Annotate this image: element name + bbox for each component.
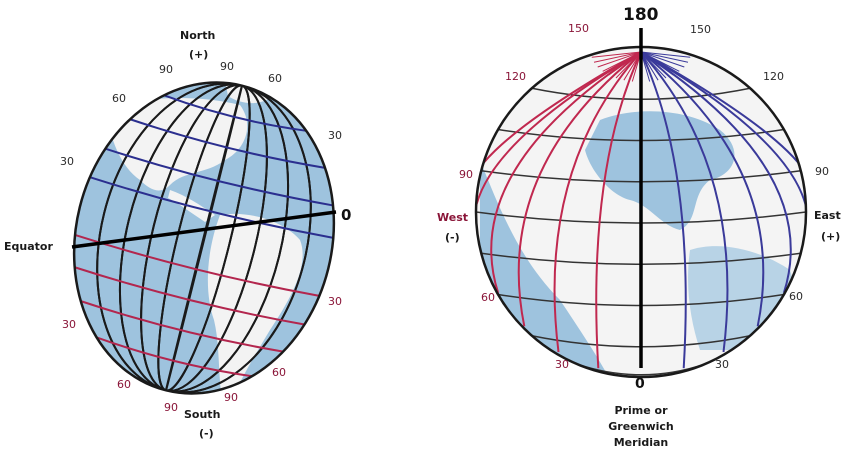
west-meridian-line <box>490 51 642 294</box>
pole-fan-line <box>640 51 691 58</box>
lat-label-s30-left: 30 <box>62 318 76 331</box>
west-meridian-line <box>517 51 642 327</box>
east-meridian-line <box>640 51 806 255</box>
lon-label-w90: 90 <box>459 168 473 181</box>
south-label: South <box>184 408 221 421</box>
west-meridian-line <box>553 51 642 353</box>
south-parallel-line <box>96 336 253 378</box>
pole-fan-line <box>602 51 642 72</box>
east-sign-label: (+) <box>821 230 841 243</box>
north-america-shape <box>110 98 248 191</box>
pole-fan-line <box>591 51 642 58</box>
lon-label-w120: 120 <box>505 70 526 83</box>
north-parallel-line <box>129 118 326 169</box>
west-label: West <box>437 211 469 224</box>
lat-label-n30-right: 30 <box>328 129 342 142</box>
pole-fan-line <box>640 51 680 72</box>
meridian-caption-line1: Prime or <box>614 404 668 417</box>
lat-label-n90-right: 90 <box>220 60 234 73</box>
lat-label-s60-right: 60 <box>272 366 286 379</box>
east-meridian-line <box>640 51 729 353</box>
pole-fan-line <box>640 51 667 79</box>
pole-fan-line <box>640 51 674 76</box>
lon-label-e150: 150 <box>690 23 711 36</box>
north-sign-label: (+) <box>189 48 209 61</box>
pole-fan-line <box>623 51 642 81</box>
equator-label: Equator <box>4 240 53 253</box>
equator-line <box>71 210 337 249</box>
north-parallel-line <box>89 176 334 239</box>
lon-label-w60: 60 <box>481 291 495 304</box>
lon-label-e30: 30 <box>715 358 729 371</box>
pole-fan-line <box>640 51 685 68</box>
equator-zero-label: 0 <box>341 206 352 224</box>
south-sign-label: (-) <box>199 427 214 440</box>
east-label: East <box>814 209 841 222</box>
lat-label-n90-left: 90 <box>159 63 173 76</box>
lon-label-w30: 30 <box>555 358 569 371</box>
east-meridian-line <box>640 51 792 294</box>
meridian-0-label: 0 <box>635 376 645 392</box>
east-meridian-line <box>640 51 687 369</box>
lat-label-s30-right: 30 <box>328 295 342 308</box>
pole-fan-line <box>597 51 642 68</box>
meridian-caption-line2: Greenwich <box>608 420 674 433</box>
north-parallel-line <box>105 147 334 207</box>
lat-label-s90-left: 90 <box>164 401 178 414</box>
east-meridian-line <box>640 51 806 213</box>
west-sign-label: (-) <box>445 231 460 244</box>
north-label: North <box>180 29 216 42</box>
lon-label-e60: 60 <box>789 290 803 303</box>
lat-label-s90-right: 90 <box>224 391 238 404</box>
pole-fan-line <box>593 51 642 63</box>
lat-label-n30-left: 30 <box>60 155 74 168</box>
south-parallel-line <box>74 266 305 326</box>
west-meridian-line <box>476 51 642 213</box>
west-meridian-line <box>595 51 642 369</box>
west-meridian-line <box>476 51 642 255</box>
pole-fan-line <box>640 51 659 81</box>
meridian-caption-line3: Meridian <box>613 436 669 449</box>
lat-label-s60-left: 60 <box>117 378 131 391</box>
lat-label-n60-right: 60 <box>268 72 282 85</box>
lat-label-n60-left: 60 <box>112 92 126 105</box>
east-meridian-line <box>640 51 765 327</box>
north-parallel-line <box>163 94 307 132</box>
pole-fan-line <box>608 51 642 76</box>
meridian-180-label: 180 <box>623 5 659 25</box>
lon-label-e90: 90 <box>815 165 829 178</box>
lon-label-w150: 150 <box>568 22 589 35</box>
pole-fan-line <box>615 51 642 79</box>
pole-fan-line <box>640 51 689 63</box>
south-parallel-line <box>80 300 284 353</box>
lon-label-e120: 120 <box>763 70 784 83</box>
